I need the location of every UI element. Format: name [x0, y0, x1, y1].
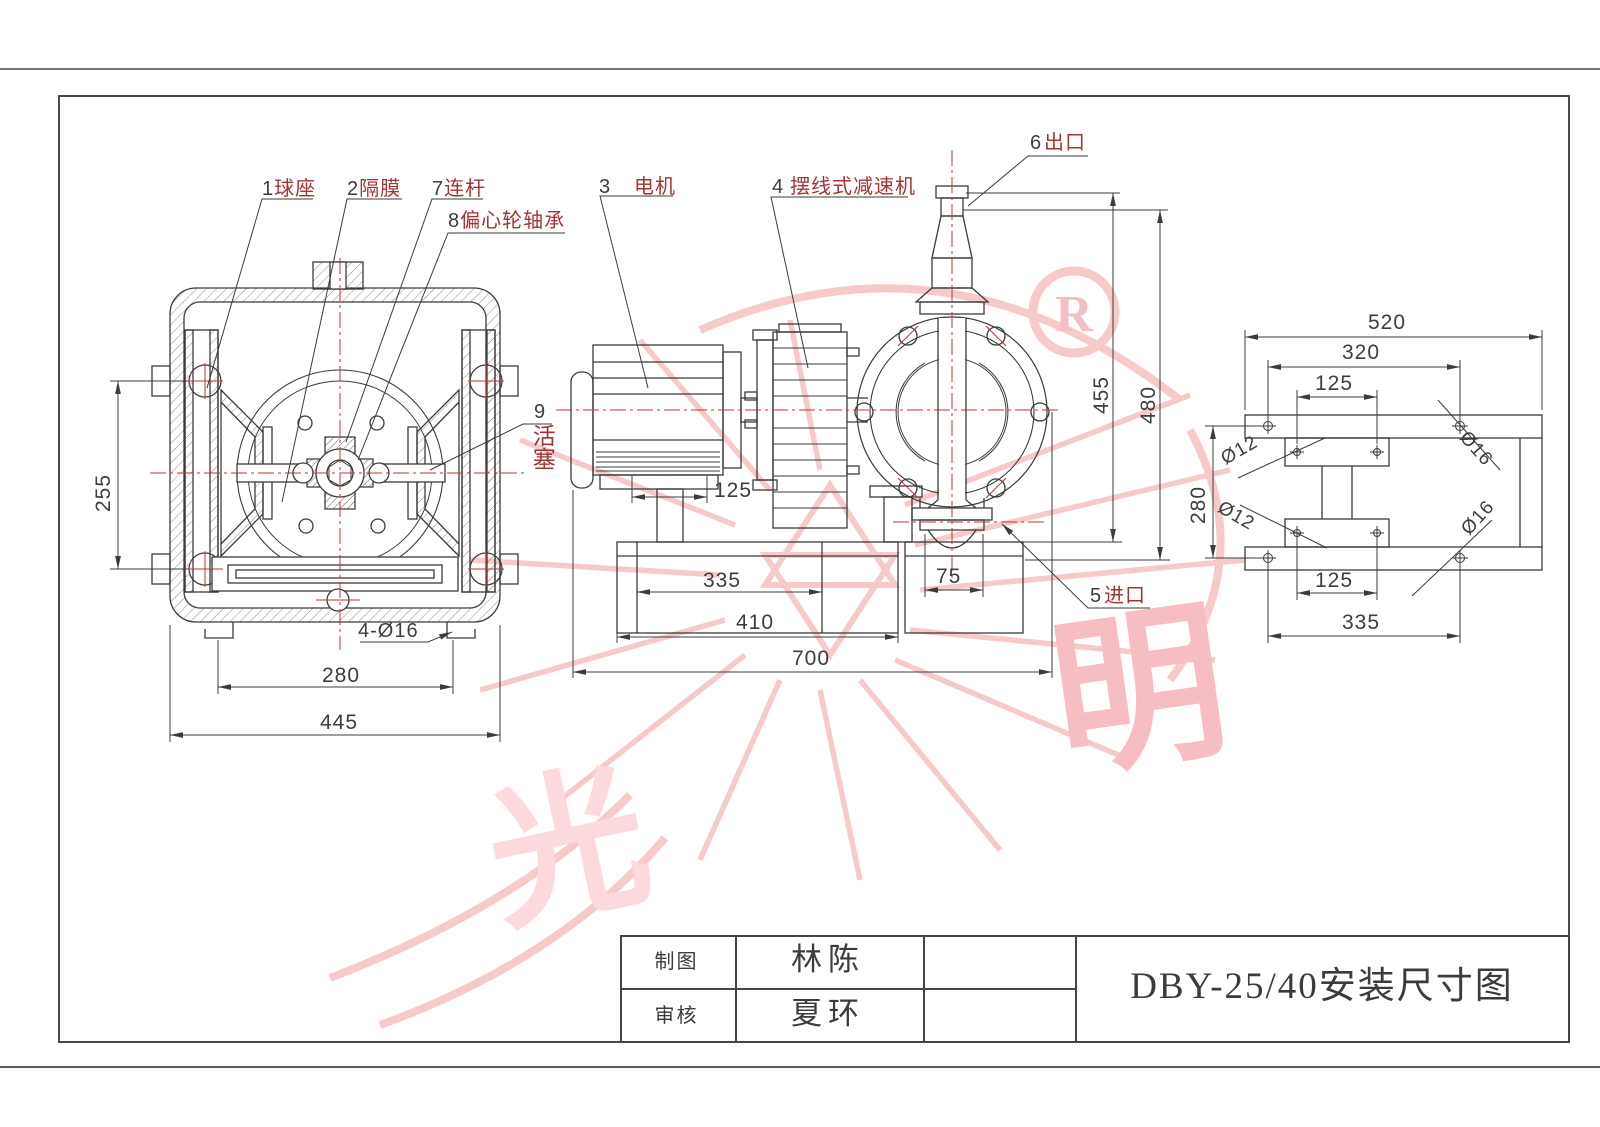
title-block-drawn-label: 制图: [654, 951, 699, 973]
title-block: [620, 935, 1570, 1043]
top-border-line: [0, 68, 1600, 70]
label-diaphragm: 2隔膜: [347, 179, 401, 199]
label-reducer-name: 摆线式减速机: [790, 176, 916, 198]
bottom-border-line: [0, 1066, 1600, 1068]
watermark-char-ming: 明: [1040, 585, 1237, 799]
watermark-char-guang: 光: [472, 746, 663, 951]
dim-125-base-bottom: 125: [1315, 569, 1354, 592]
title-block-checked-by: 夏环: [791, 996, 865, 1031]
front-view: [151, 261, 519, 639]
label-inlet-name: 进口: [1104, 585, 1146, 607]
label-outlet-num: 6: [1030, 132, 1043, 154]
dim-280-base: 280: [1187, 485, 1210, 524]
label-leaders: [206, 155, 1150, 643]
dim-320: 320: [1342, 341, 1381, 364]
dim-255: 255: [92, 473, 115, 512]
label-reducer-num: 4: [772, 176, 785, 198]
label-motor-name: 电机: [634, 176, 676, 198]
centerlines: [150, 150, 1062, 650]
label-connecting-rod-name: 连杆: [444, 178, 487, 200]
label-motor-num: 3: [599, 176, 612, 198]
title-block-checked-label: 审核: [654, 1005, 699, 1027]
label-piston-name: 活塞: [529, 424, 556, 470]
drawing-title: DBY-25/40安装尺寸图: [1130, 966, 1514, 1007]
label-ball-seat-num: 1: [262, 178, 275, 200]
label-diaphragm-name: 隔膜: [359, 178, 402, 200]
dim-280-front: 280: [322, 664, 361, 687]
title-block-drawn-by: 林陈: [791, 942, 865, 977]
dim-700: 700: [792, 647, 831, 670]
dim-480: 480: [1137, 385, 1160, 424]
title-block-divider: [622, 988, 1077, 990]
base-view: [1237, 399, 1543, 597]
label-inlet-num: 5: [1090, 585, 1103, 607]
label-ball-seat: 1球座: [262, 179, 316, 199]
label-diaphragm-num: 2: [347, 178, 360, 200]
label-connecting-rod-num: 7: [432, 178, 445, 200]
label-outlet-name: 出口: [1044, 132, 1086, 154]
label-connecting-rod: 7连杆: [432, 179, 486, 199]
dim-125-base-top: 125: [1315, 372, 1354, 395]
dim-445: 445: [320, 711, 359, 734]
watermark-graphics: R 光 明: [328, 266, 1246, 1029]
label-piston-num: 9: [534, 401, 547, 423]
dim-455: 455: [1090, 375, 1113, 414]
label-ball-seat-name: 球座: [274, 178, 317, 200]
label-eccentric-bearing: 8偏心轮轴承: [448, 211, 565, 231]
watermark-registered: R: [1055, 286, 1094, 343]
dim-4xd16: 4-Ø16: [358, 620, 419, 642]
dimension-lines: [110, 192, 1543, 742]
label-eccentric-bearing-num: 8: [448, 210, 461, 232]
dim-520: 520: [1368, 311, 1407, 334]
dim-335-base: 335: [1342, 611, 1381, 634]
dim-410: 410: [736, 611, 775, 634]
label-eccentric-bearing-name: 偏心轮轴承: [460, 210, 566, 232]
dim-75: 75: [936, 565, 962, 588]
dim-335-side: 335: [703, 569, 742, 592]
dim-125-motor: 125: [714, 479, 753, 502]
